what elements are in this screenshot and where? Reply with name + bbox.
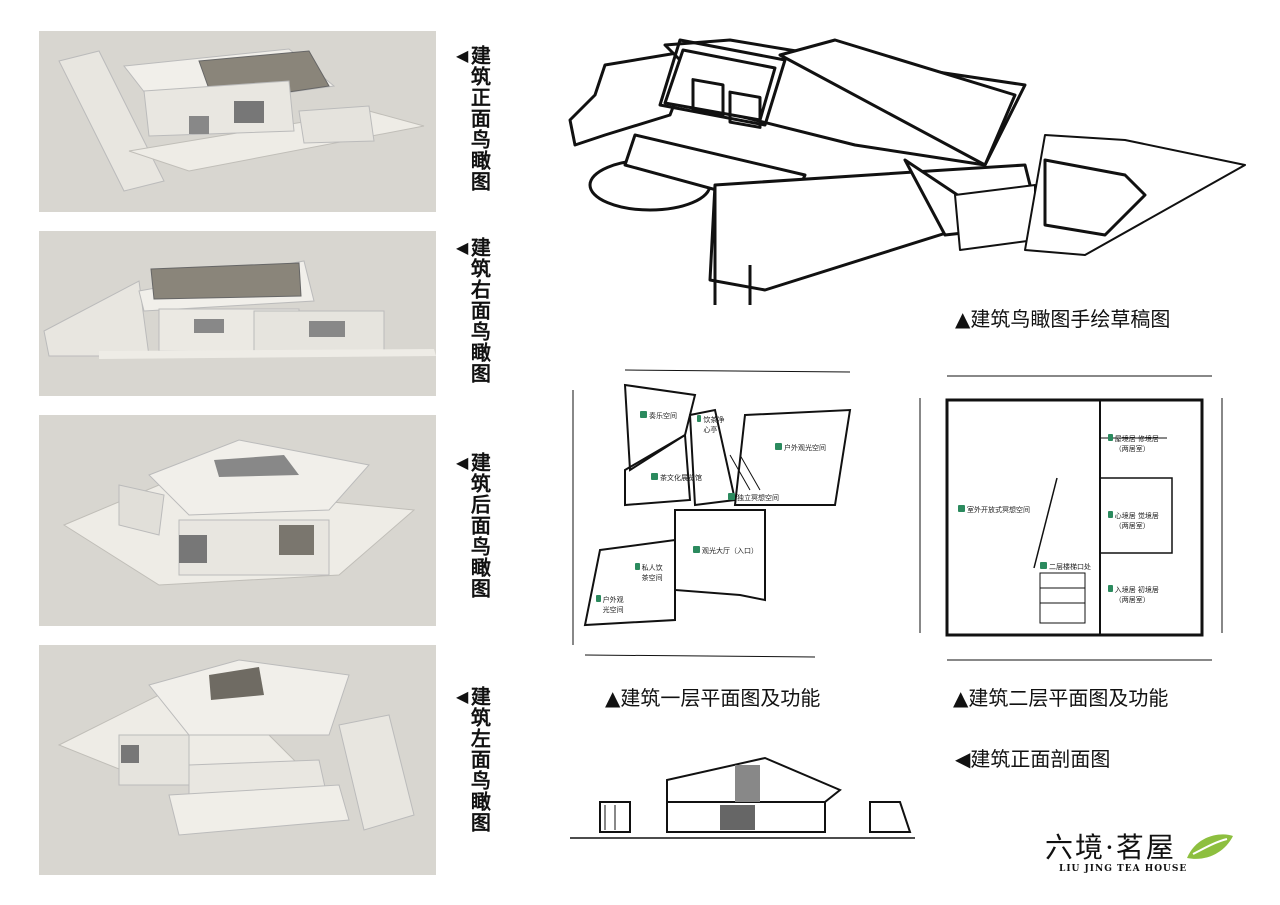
logo-subtitle: LIU JING TEA HOUSE [1059, 864, 1188, 874]
label-text: 建筑右面鸟瞰图 [467, 237, 492, 384]
label-back: ◀ 建筑后面鸟瞰图 [456, 452, 500, 599]
location-pin-icon [728, 493, 735, 500]
location-pin-icon [1040, 562, 1047, 569]
triangle-icon: ◀ [456, 687, 469, 706]
f1-room-2: 饮茶净心亭 [697, 415, 725, 435]
render-front [39, 31, 436, 212]
label-front: ◀ 建筑正面鸟瞰图 [456, 45, 500, 192]
triangle-icon: ◀ [456, 453, 469, 472]
label-text: 建筑左面鸟瞰图 [467, 686, 492, 833]
f1-room-6: 观光大厅（入口） [693, 546, 758, 556]
render-right [39, 231, 436, 396]
f2-room-4: 二层楼梯口处 [1040, 562, 1091, 572]
triangle-icon: ◀ [456, 238, 469, 257]
label-text: 建筑正面鸟瞰图 [467, 45, 492, 192]
f1-room-3: 户外观光空间 [775, 443, 826, 453]
floor2-plan [912, 368, 1232, 670]
caption-sketch: ▲建筑鸟瞰图手绘草稿图 [955, 307, 1171, 331]
location-pin-icon [1108, 511, 1113, 518]
f1-room-8: 户外观光空间 [596, 595, 630, 615]
location-pin-icon [693, 546, 700, 553]
f1-room-7: 私人饮茶空间 [635, 563, 669, 583]
caption-floor2: ▲建筑二层平面图及功能 [953, 686, 1169, 710]
location-pin-icon [635, 563, 640, 570]
f2-room-1: 屋境居 修境居（两居室） [1108, 434, 1168, 454]
location-pin-icon [640, 411, 647, 418]
floor1-plan [565, 360, 865, 665]
location-pin-icon [958, 505, 965, 512]
brand-logo: 六境·茗屋 LIU JING TEA HOUSE [1045, 826, 1245, 886]
f2-room-2: 室外开放式冥想空间 [958, 505, 1030, 515]
label-text: 建筑后面鸟瞰图 [467, 452, 492, 599]
f1-room-1: 奏乐空间 [640, 411, 677, 421]
render-back [39, 415, 436, 626]
location-pin-icon [1108, 585, 1113, 592]
render-left [39, 645, 436, 875]
f1-room-4: 茶文化展览馆 [651, 473, 702, 483]
label-right: ◀ 建筑右面鸟瞰图 [456, 237, 500, 384]
location-pin-icon [697, 415, 702, 422]
f2-room-3: 心境居 觉境居（两居室） [1108, 511, 1168, 531]
leaf-icon [1187, 834, 1233, 859]
label-left: ◀ 建筑左面鸟瞰图 [456, 686, 500, 833]
caption-section: ◀建筑正面剖面图 [955, 747, 1111, 771]
f2-room-5: 入境居 初境居（两居室） [1108, 585, 1168, 605]
logo-title: 六境·茗屋 [1045, 831, 1176, 864]
triangle-icon: ◀ [456, 46, 469, 65]
hand-sketch [565, 35, 1255, 310]
location-pin-icon [596, 595, 601, 602]
caption-floor1: ▲建筑一层平面图及功能 [605, 686, 821, 710]
f1-room-5: 独立冥想空间 [728, 493, 779, 503]
location-pin-icon [651, 473, 658, 480]
section-drawing [570, 750, 920, 845]
location-pin-icon [775, 443, 782, 450]
location-pin-icon [1108, 434, 1113, 441]
